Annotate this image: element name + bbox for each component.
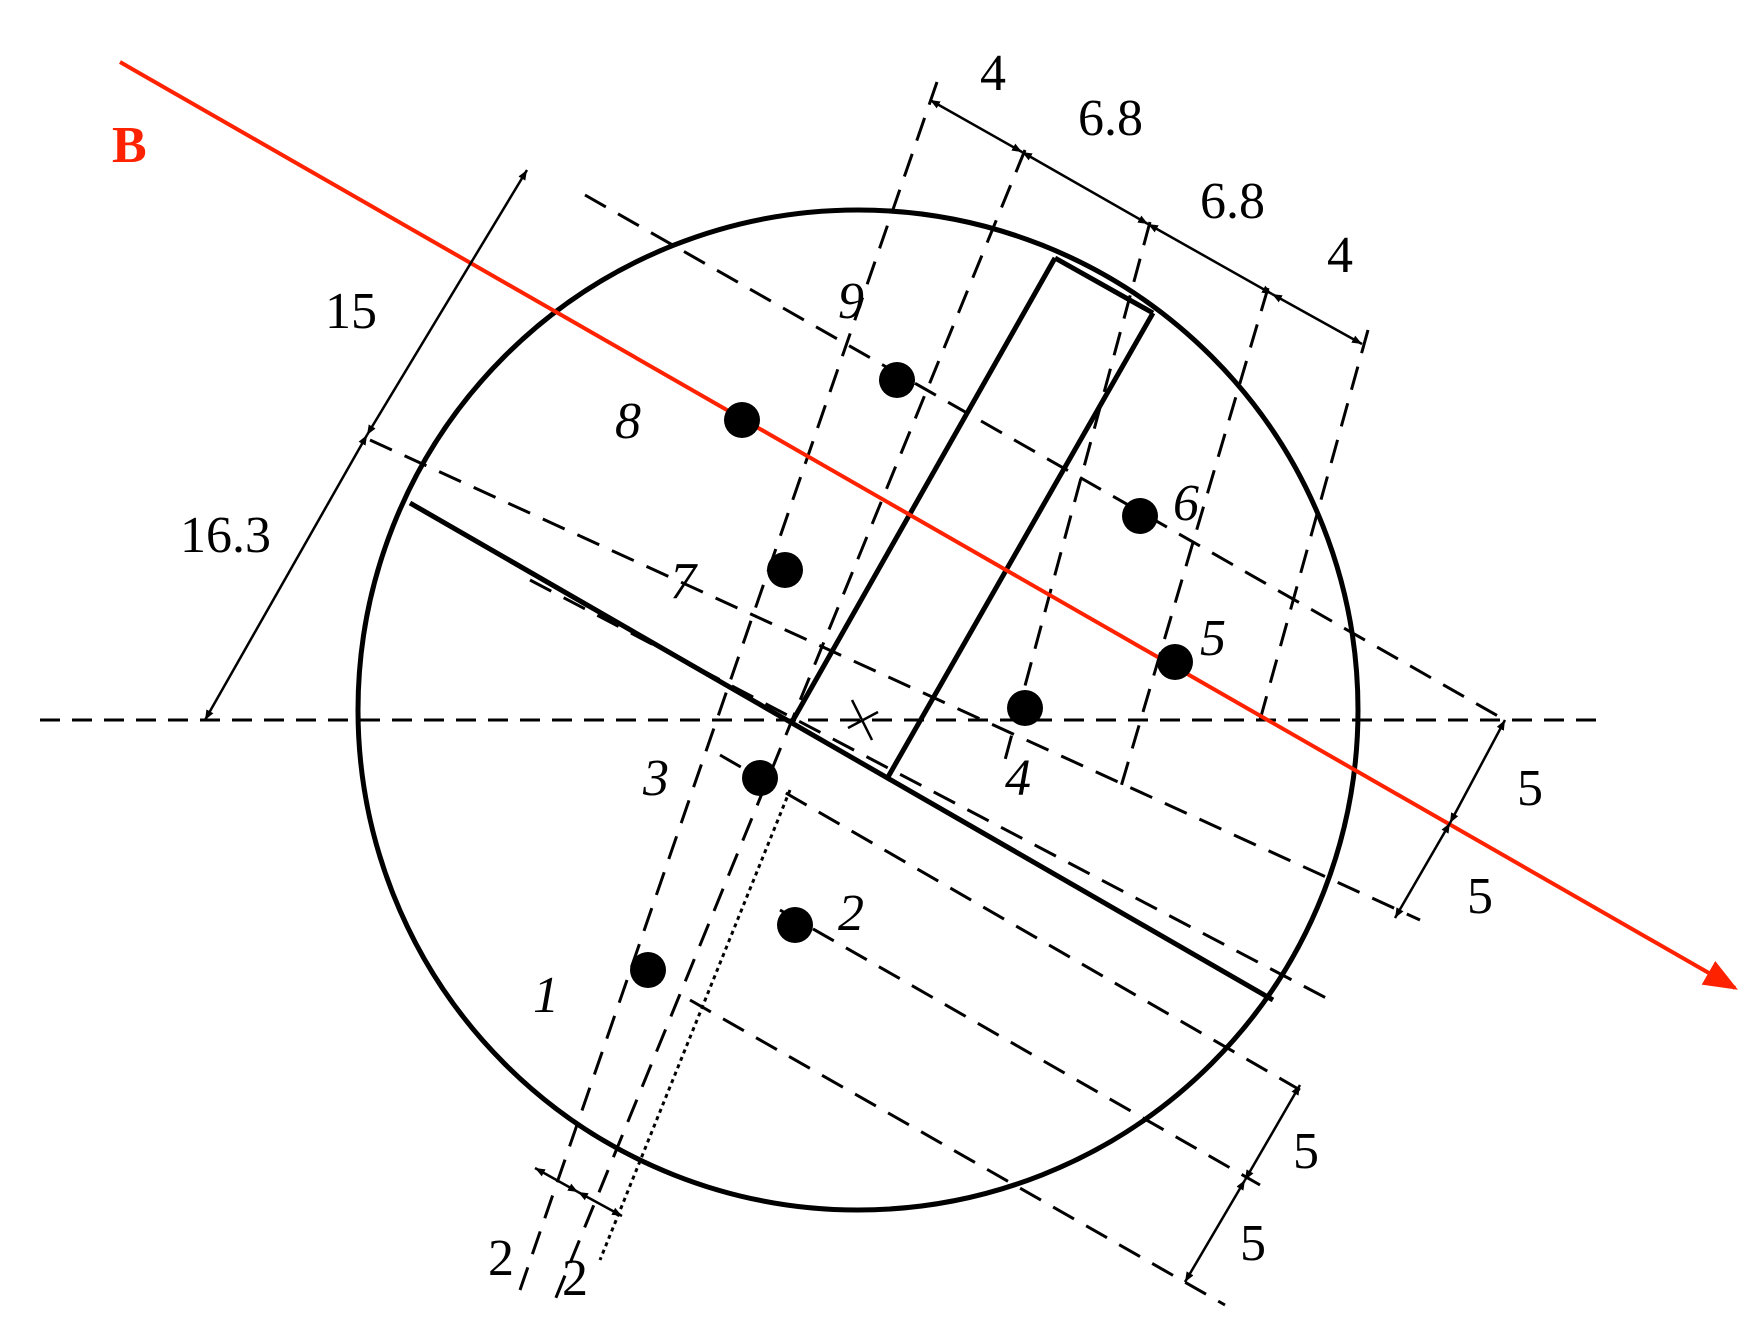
bolt-9 (879, 362, 915, 398)
point-label-9: 9 (838, 273, 864, 330)
bolt-4 (1007, 690, 1043, 726)
bolt-5 (1157, 644, 1193, 680)
dim-top-b: 6.8 (1078, 90, 1143, 147)
point-label-7: 7 (670, 553, 698, 610)
bolt-6 (1122, 498, 1158, 534)
dim-right-b: 5 (1467, 868, 1493, 925)
dim-bottom-b: 2 (562, 1250, 588, 1307)
dim-top-a: 4 (980, 45, 1006, 102)
point-label-6: 6 (1173, 475, 1199, 532)
dim-top-c: 6.8 (1200, 173, 1265, 230)
bolt-1 (630, 952, 666, 988)
column-gridlines (518, 81, 1370, 1301)
row-gridlines (369, 193, 1506, 1307)
bolt-2 (777, 907, 813, 943)
point-label-2: 2 (838, 885, 864, 942)
point-label-5: 5 (1200, 610, 1226, 667)
section-solid-lines (408, 255, 1275, 1003)
point-label-4: 4 (1005, 750, 1031, 807)
point-label-1: 1 (533, 967, 559, 1024)
force-label-b: B (112, 117, 147, 174)
bolt-3 (742, 760, 778, 796)
force-line-b (119, 60, 1738, 990)
dim-top-d: 4 (1327, 227, 1353, 284)
dim-bottom-a: 2 (488, 1230, 514, 1287)
dim-right-a: 5 (1517, 760, 1543, 817)
dim-left-b: 16.3 (180, 507, 271, 564)
dim-lower-a: 5 (1293, 1123, 1319, 1180)
bolt-7 (767, 552, 803, 588)
dimension-lines (203, 98, 1507, 1283)
dim-left-a: 15 (325, 283, 377, 340)
centroid-mark (847, 699, 879, 741)
bolt-8 (724, 402, 760, 438)
bolts (630, 362, 1193, 988)
point-label-3: 3 (642, 750, 669, 807)
dim-lower-b: 5 (1240, 1215, 1266, 1272)
point-label-8: 8 (615, 393, 641, 450)
